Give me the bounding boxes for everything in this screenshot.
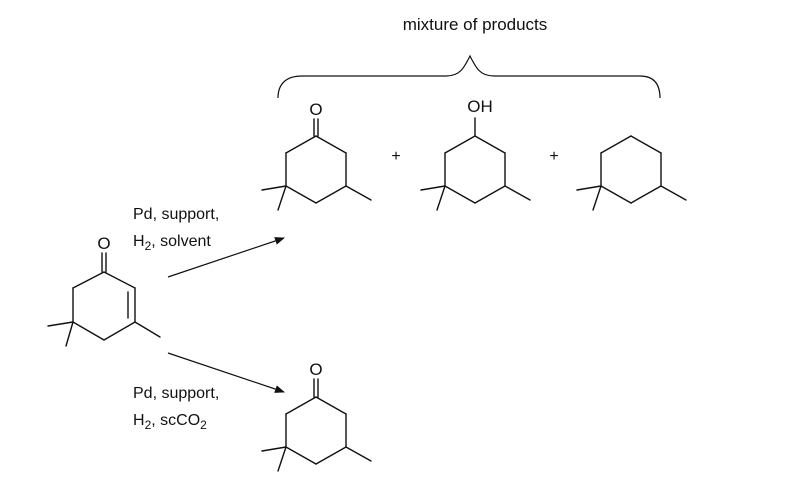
plus-sign-2: + <box>549 148 558 165</box>
bottom-conditions-line2: H2, scCO2 <box>133 412 207 432</box>
isophorone-carbonyl-oxygen: O <box>97 234 110 253</box>
bottom-reaction-arrow <box>167 352 285 393</box>
product-alcohol-structure: OH <box>420 97 531 211</box>
product-ketone-oxygen: O <box>309 100 322 119</box>
top-conditions-line1: Pd, support, <box>133 206 219 223</box>
top-reaction-arrow <box>167 237 285 278</box>
plus-sign-1: + <box>391 148 400 165</box>
top-conditions-line2: H2, solvent <box>133 233 211 253</box>
product-ketone-structure: O <box>261 100 372 211</box>
selective-product-ketone-structure: O <box>261 360 372 472</box>
product-alcohol-hydroxyl: OH <box>467 97 493 116</box>
selective-product-oxygen: O <box>309 360 322 379</box>
product-alkane-structure <box>576 135 687 211</box>
mixture-title: mixture of products <box>403 15 548 34</box>
products-brace <box>277 54 661 99</box>
isophorone-structure: O <box>47 234 161 347</box>
bottom-conditions-line1: Pd, support, <box>133 385 219 402</box>
